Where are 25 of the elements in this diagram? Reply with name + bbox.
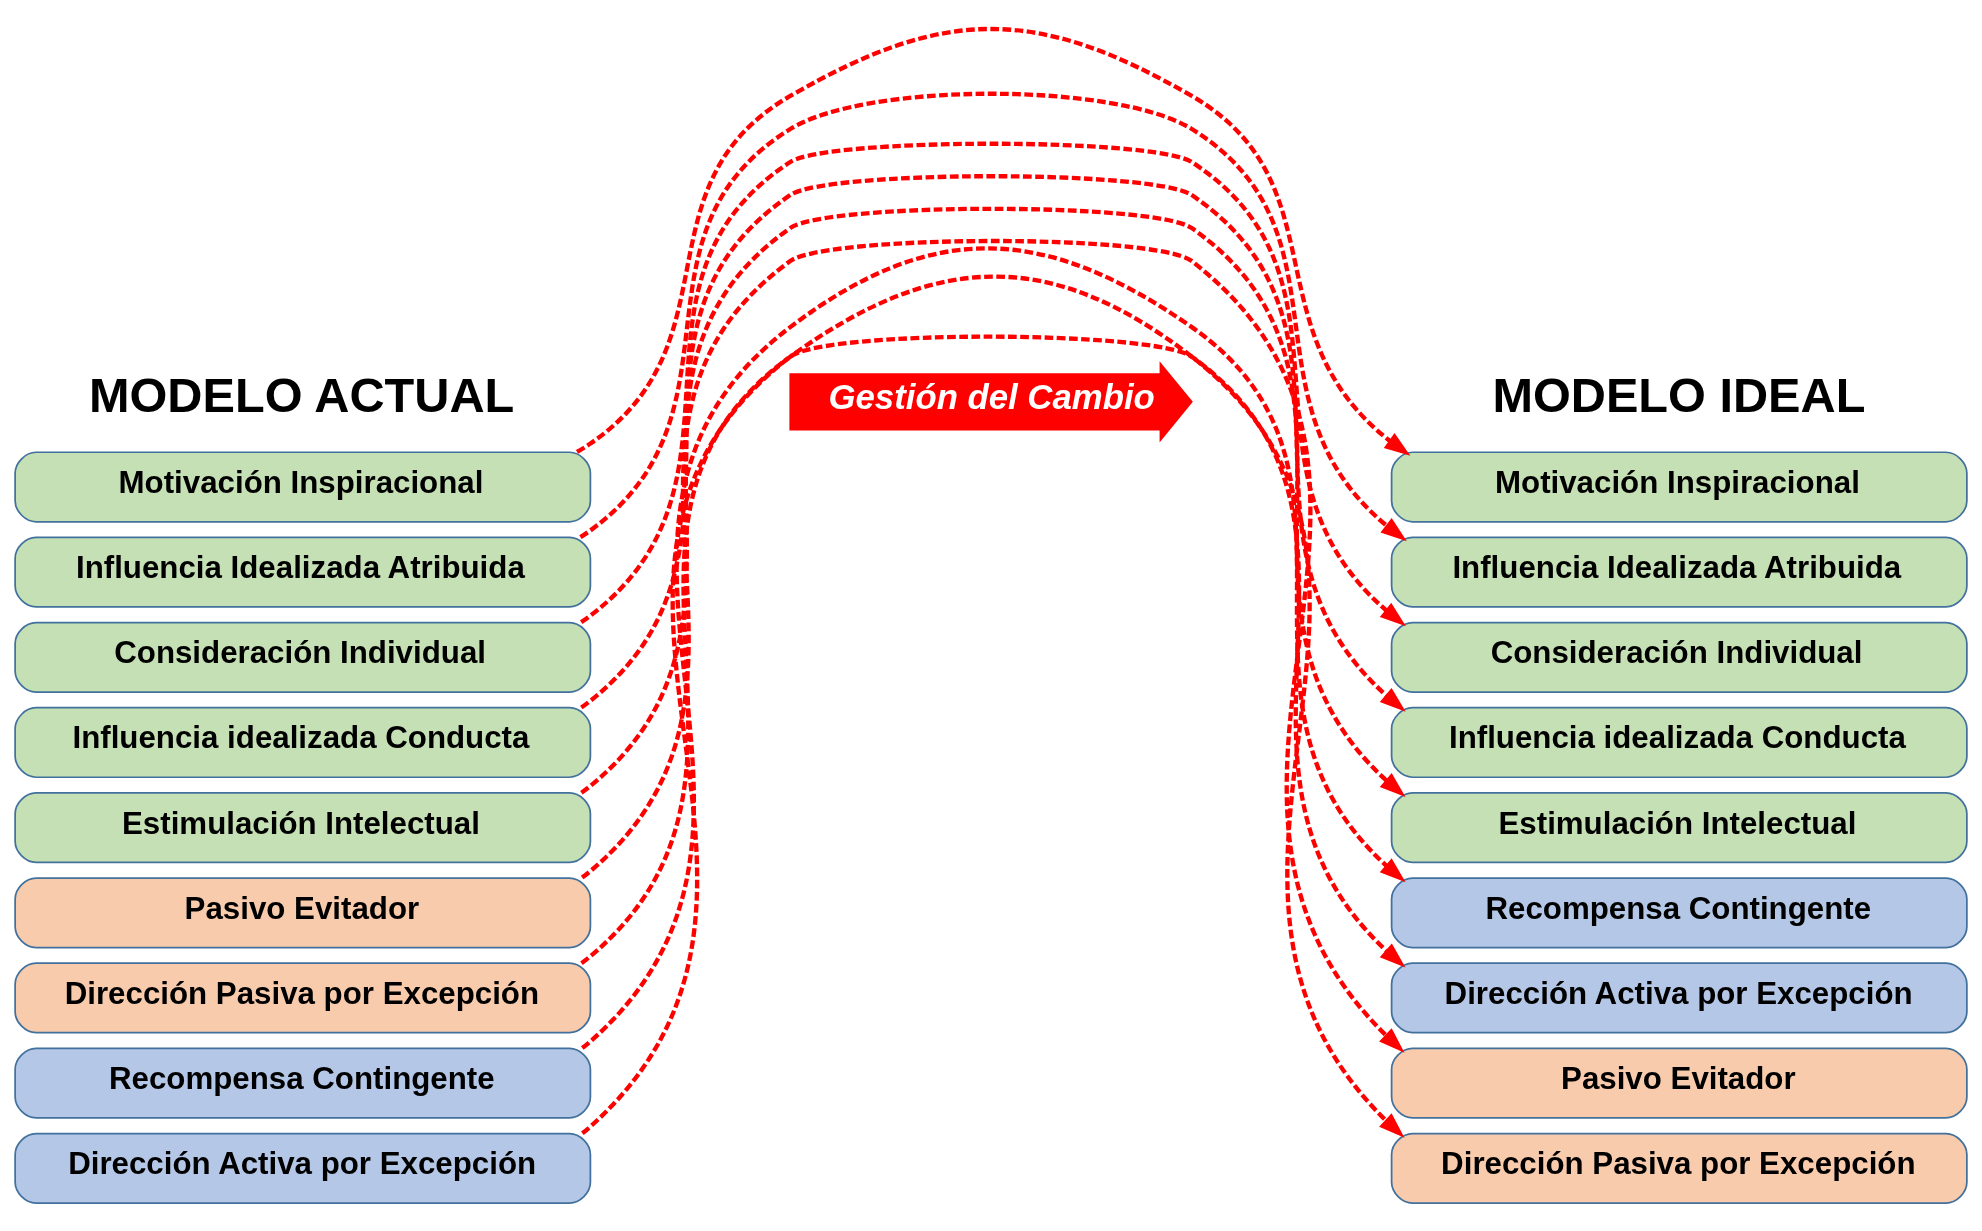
node-box: Recompensa Contingente — [14, 1047, 592, 1119]
label: MODELO ACTUAL — [89, 367, 515, 422]
arrow — [575, 26, 1411, 456]
node-box: Estimulación Intelectual — [14, 791, 592, 863]
node-box: Dirección Pasiva por Excepción — [14, 961, 592, 1034]
node-box: Consideración Individual — [14, 621, 592, 693]
node-box: Motivación Inspiracional — [14, 450, 592, 523]
node-box: Estimulación Intelectual — [1390, 791, 1968, 863]
node-box: Dirección Activa por Excepción — [14, 1132, 592, 1204]
node-box: Pasivo Evitador — [1390, 1047, 1968, 1119]
arrow — [580, 206, 1406, 797]
node-box: Motivación Inspiracional — [1390, 450, 1968, 523]
node-box: Influencia Idealizada Atribuida — [14, 536, 592, 608]
node-box: Pasivo Evitador — [14, 876, 592, 948]
node-box: Influencia Idealizada Atribuida — [1390, 536, 1968, 608]
arrow — [580, 173, 1406, 712]
node-box: Consideración Individual — [1390, 621, 1968, 693]
label: MODELO IDEAL — [1492, 367, 1866, 422]
node-box: Dirección Activa por Excepción — [1390, 961, 1968, 1034]
node-box: Recompensa Contingente — [1390, 876, 1968, 948]
arrow — [579, 141, 1406, 626]
arrow — [579, 91, 1407, 541]
node-box: Influencia idealizada Conducta — [14, 706, 592, 778]
node-box: Dirección Pasiva por Excepción — [1390, 1132, 1968, 1204]
node-box: Influencia idealizada Conducta — [1390, 706, 1968, 778]
